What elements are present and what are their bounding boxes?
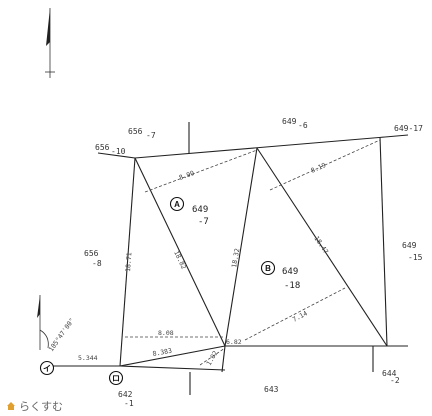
svg-text:-7: -7 (198, 217, 209, 227)
svg-text:649: 649 (192, 205, 208, 215)
dim-8-08: 8.08 (158, 329, 174, 337)
svg-text:649: 649 (282, 267, 298, 277)
north-arrow-icon (45, 8, 55, 78)
watermark-text: らくすむ (19, 400, 63, 413)
svg-text:-18: -18 (284, 281, 300, 291)
lot-649-6: 649 (282, 117, 297, 126)
bearing-arrow-icon (37, 295, 49, 350)
lot-644-2: 644 (382, 369, 397, 378)
lot-642-1: 642 (118, 390, 133, 399)
lot-656-7: 656 (128, 127, 143, 136)
svg-text:A: A (174, 200, 180, 209)
lot-656-7-sub: -7 (146, 131, 156, 140)
lot-656-10-sub: -10 (111, 147, 126, 156)
lot-656-8: 656 (84, 249, 99, 258)
parcel-a: A 649 -7 (169, 196, 209, 227)
boundary-lines (50, 122, 409, 395)
svg-text:ロ: ロ (112, 374, 120, 383)
dim-8-19: 8.19 (310, 161, 328, 175)
lot-649-6-sub: -6 (298, 121, 308, 130)
watermark: らくすむ (6, 398, 63, 414)
lot-656-10: 656 (95, 143, 110, 152)
bearing-label: 105°47'00" (47, 316, 76, 353)
lot-649-17: 649-17 (394, 124, 423, 133)
lot-644-2-sub: -2 (390, 376, 400, 385)
dim-6-82: 6.82 (226, 338, 242, 346)
lot-643: 643 (264, 385, 279, 394)
lot-649-15: 649 (402, 241, 417, 250)
dim-1-02: 1.02 (205, 349, 220, 367)
dim-7-14: 7.14 (291, 309, 309, 323)
marker-i: イ (39, 360, 55, 376)
dim-18-32: 18.32 (230, 248, 241, 269)
svg-text:イ: イ (43, 364, 51, 373)
dim-8-383: 8.383 (152, 347, 173, 358)
lot-649-15-sub: -15 (408, 253, 423, 262)
svg-text:B: B (265, 264, 271, 273)
dim-18-82: 18.82 (172, 249, 188, 270)
house-logo-icon (7, 402, 15, 410)
dim-18-47: 18.47 (312, 235, 330, 256)
dashed-survey-lines (125, 139, 381, 366)
parcel-b: B 649 -18 (260, 260, 300, 291)
marker-ro: ロ (108, 370, 124, 386)
dim-8-90: 8.90 (178, 169, 196, 182)
dim-18-71: 18.71 (124, 252, 133, 272)
dim-5-344: 5.344 (78, 354, 98, 362)
lot-656-8-sub: -8 (92, 259, 102, 268)
lot-642-1-sub: -1 (124, 399, 134, 408)
